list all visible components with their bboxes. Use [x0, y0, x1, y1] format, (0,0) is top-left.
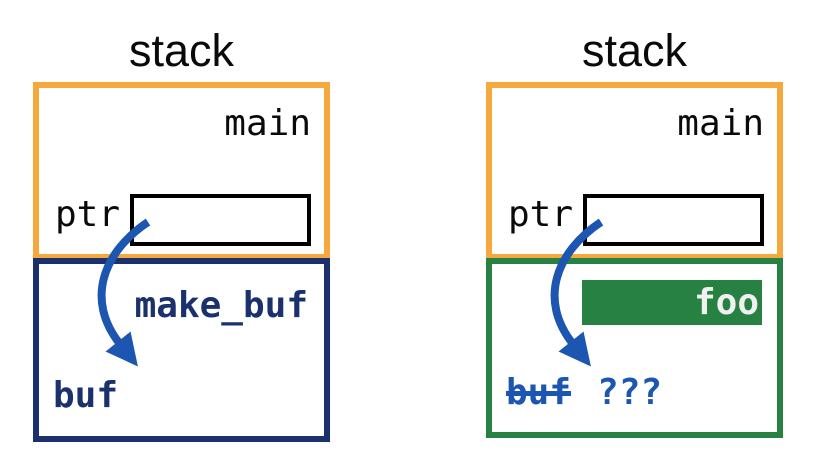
- stack-title-left: stack: [128, 25, 235, 76]
- ptr-value-box-right: [583, 194, 764, 246]
- make-buf-frame: [33, 258, 330, 442]
- make-buf-function-label: make_buf: [134, 285, 308, 326]
- foo-frame: [486, 258, 783, 438]
- ptr-var-label-right: ptr: [508, 194, 574, 235]
- buf-var-label-left: buf: [53, 375, 119, 416]
- main-function-label-left: main: [224, 103, 311, 144]
- dangling-buf-row: buf ???: [506, 371, 662, 415]
- foo-bar: foo: [582, 280, 762, 325]
- foo-function-label: foo: [693, 282, 759, 323]
- stack-title-right: stack: [581, 25, 688, 76]
- ptr-value-box-left: [130, 194, 311, 246]
- ptr-var-label-left: ptr: [55, 194, 121, 235]
- buf-var-label-struck: buf: [506, 372, 572, 413]
- main-function-label-right: main: [677, 103, 764, 144]
- unknown-value-label: ???: [597, 372, 663, 413]
